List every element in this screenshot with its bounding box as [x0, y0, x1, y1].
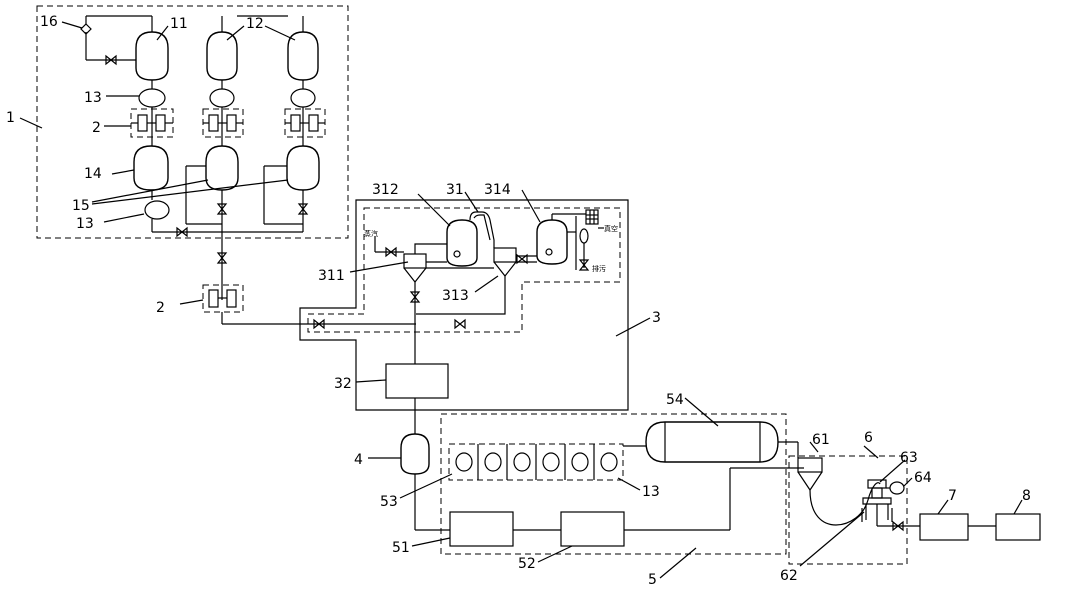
pump-bank-cells	[455, 444, 618, 480]
steam-text: 蒸汽	[364, 229, 378, 238]
valve-313	[516, 253, 528, 265]
label-2b: 2	[156, 300, 165, 316]
label-63: 63	[900, 450, 918, 466]
evaporator-54	[645, 421, 779, 463]
tank-12b	[287, 31, 319, 81]
valve-u1-b	[216, 203, 228, 215]
unit-31-boundary	[307, 207, 621, 333]
label-64: 64	[914, 470, 932, 486]
pump-13-a	[138, 88, 166, 108]
label-54: 54	[666, 392, 684, 408]
label-312: 312	[372, 182, 399, 198]
label-14: 14	[84, 166, 102, 182]
equipment-7	[919, 513, 969, 541]
label-31: 31	[446, 182, 464, 198]
unit-6-boundary	[788, 455, 908, 565]
valve-u6	[892, 520, 904, 532]
unit-3-boundary	[299, 199, 629, 411]
label-4: 4	[354, 452, 363, 468]
pump-13-c	[290, 88, 316, 108]
valve-u1-a	[176, 226, 188, 238]
valve-u1-e	[105, 54, 117, 66]
label-62: 62	[780, 568, 798, 584]
label-2a: 2	[92, 120, 101, 136]
label-61: 61	[812, 432, 830, 448]
vacuum-text: 真空	[604, 224, 618, 233]
label-314: 314	[484, 182, 511, 198]
valve-u31-c	[409, 291, 421, 303]
unit-1-boundary	[36, 5, 349, 239]
label-5: 5	[648, 572, 657, 588]
label-311: 311	[318, 268, 345, 284]
label-16: 16	[40, 14, 58, 30]
pump-64	[889, 481, 905, 495]
valve-u1-c	[297, 203, 309, 215]
leaders	[19, 21, 1023, 579]
label-6: 6	[864, 430, 873, 446]
filter-2-b	[202, 108, 244, 138]
label-32: 32	[334, 376, 352, 392]
vacuum-unit	[585, 209, 599, 225]
tank-4	[400, 433, 430, 475]
pump-13-b	[209, 88, 235, 108]
tank-12a	[206, 31, 238, 81]
label-13b: 13	[76, 216, 94, 232]
label-52: 52	[518, 556, 536, 572]
hose-line	[809, 482, 881, 526]
label-12: 12	[246, 16, 264, 32]
label-15: 15	[72, 198, 90, 214]
valve-u1-d	[216, 252, 228, 264]
instrument-16	[80, 23, 92, 35]
pump-bank-53	[448, 443, 624, 481]
label-7: 7	[948, 488, 957, 504]
filter-2-lower	[202, 284, 244, 313]
equipment-51	[449, 511, 514, 547]
label-8: 8	[1022, 488, 1031, 504]
valve-u31-b	[454, 318, 466, 330]
label-11: 11	[170, 16, 188, 32]
label-3: 3	[652, 310, 661, 326]
vessel-314	[536, 219, 568, 265]
valve-u31-a	[313, 318, 325, 330]
label-13a: 13	[84, 90, 102, 106]
tank-15-b	[286, 145, 320, 191]
tank-11	[135, 31, 169, 81]
cyclone-313	[493, 247, 517, 277]
valve-drain	[578, 259, 590, 271]
equipment-62	[861, 479, 893, 522]
pump-13-d	[144, 200, 170, 220]
cyclone-311	[403, 253, 427, 290]
condenser	[579, 228, 589, 244]
label-313: 313	[442, 288, 469, 304]
valve-steam	[385, 246, 397, 258]
unit-5-boundary	[440, 413, 787, 555]
cyclone-61	[797, 457, 823, 492]
filter-2-c	[284, 108, 326, 138]
equipment-8	[995, 513, 1041, 541]
tank-14	[133, 145, 169, 191]
equipment-32	[385, 363, 449, 399]
label-1: 1	[6, 110, 15, 126]
tank-15-a	[205, 145, 239, 191]
vessel-312	[446, 219, 478, 267]
drain-text: 排污	[592, 264, 606, 273]
equipment-52	[560, 511, 625, 547]
label-53: 53	[380, 494, 398, 510]
label-13c: 13	[642, 484, 660, 500]
label-51: 51	[392, 540, 410, 556]
